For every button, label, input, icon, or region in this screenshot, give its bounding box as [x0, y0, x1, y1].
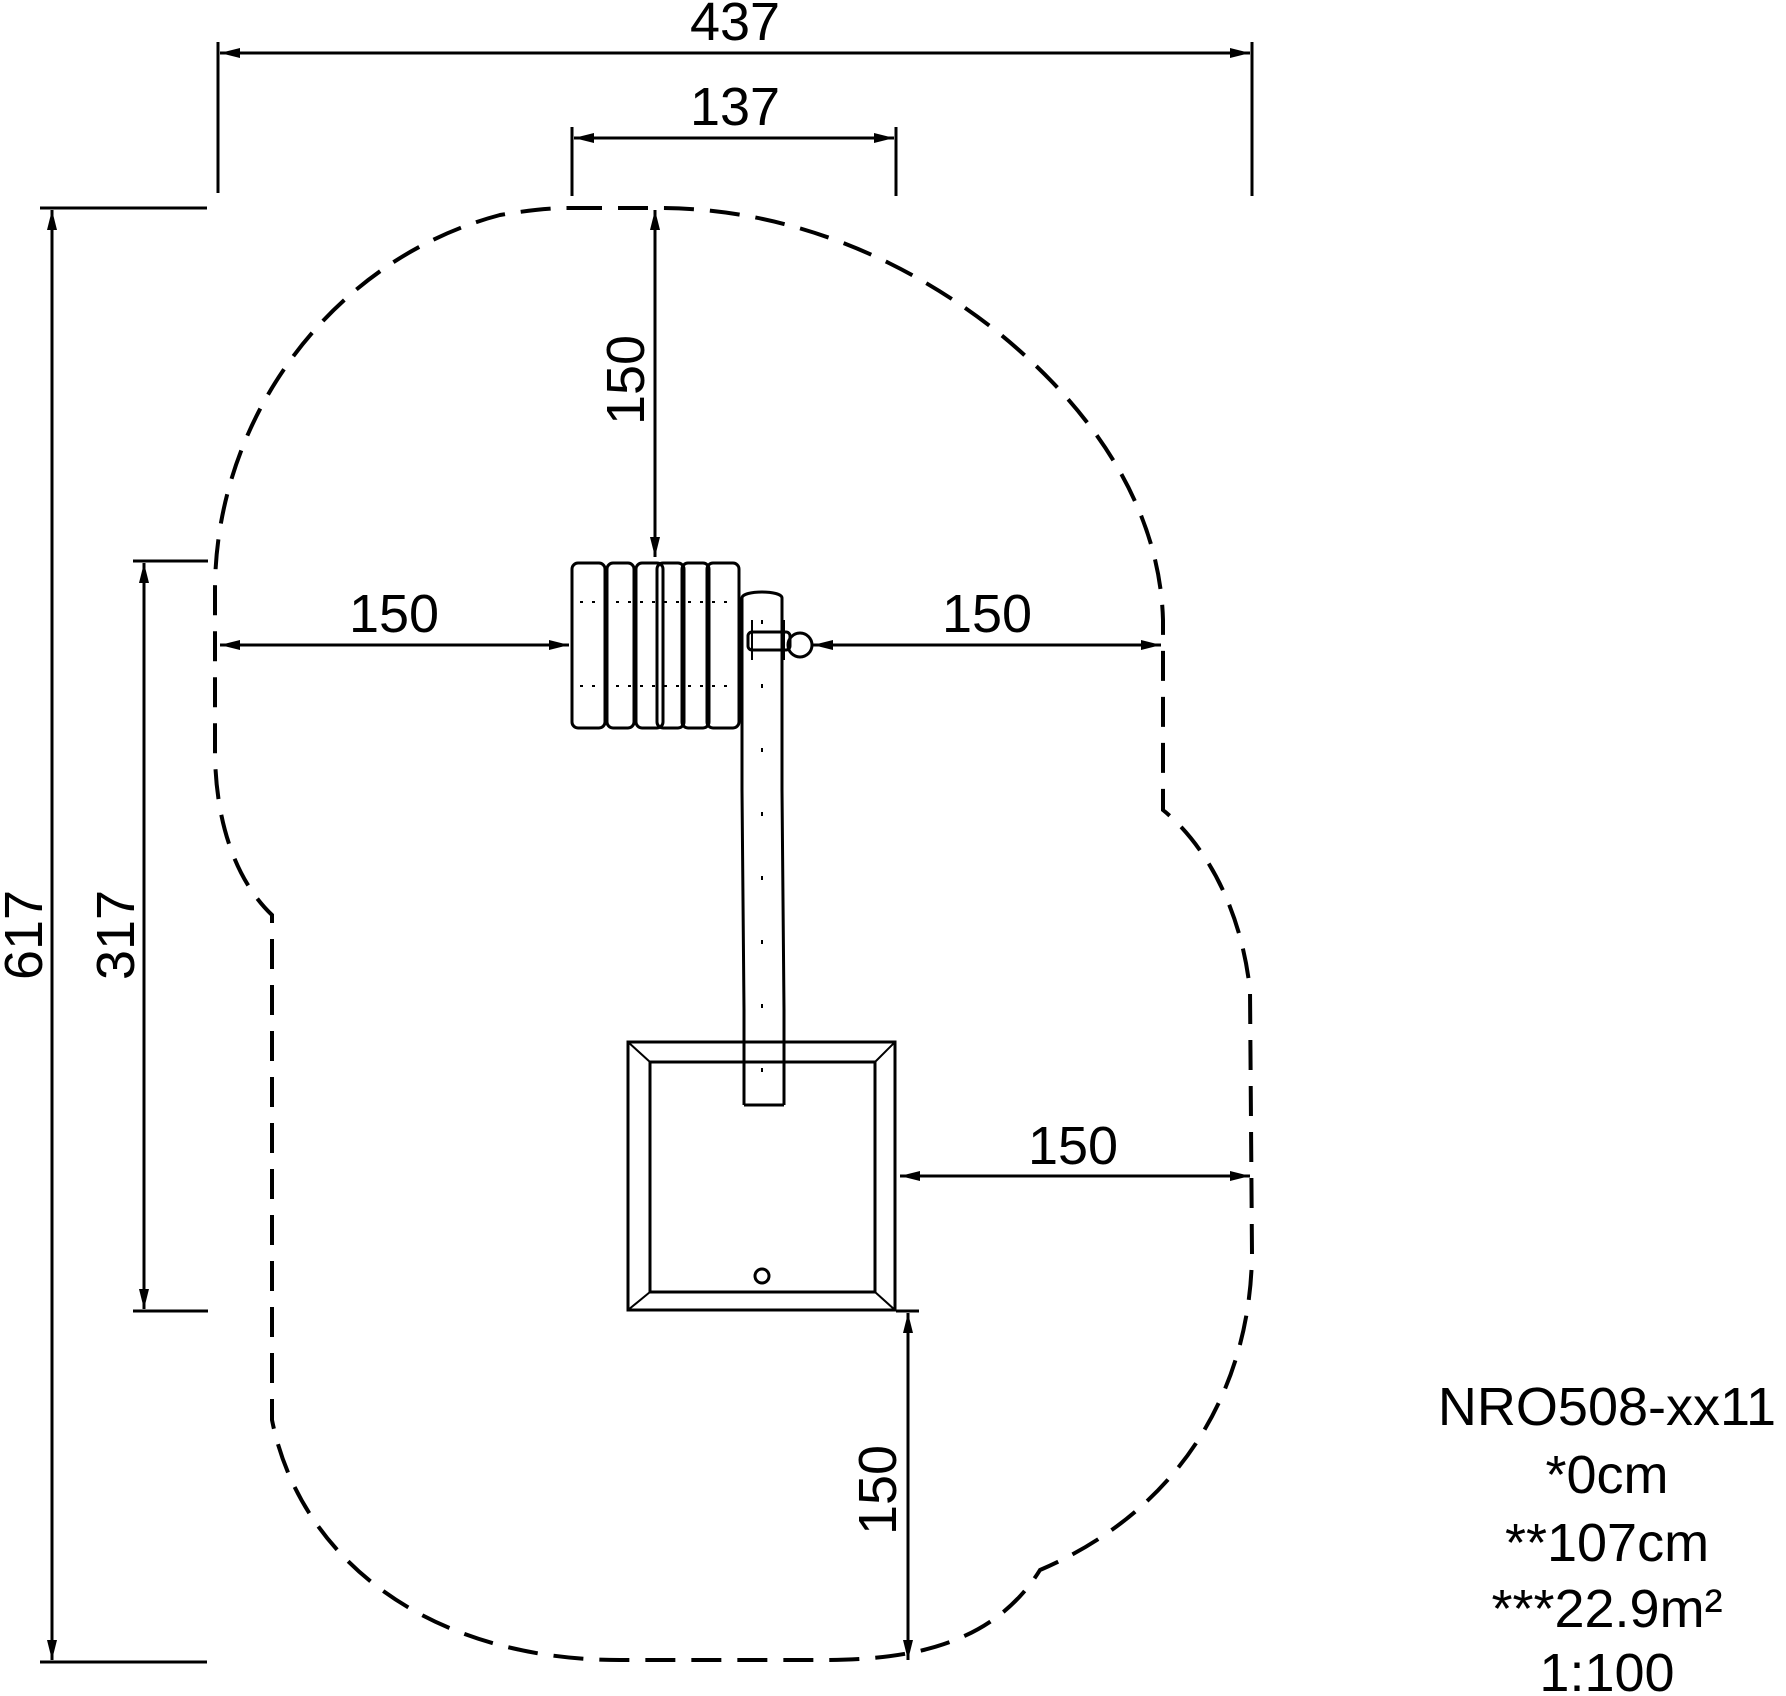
- safety-area-boundary: [213, 206, 1255, 1662]
- dimension-clearance-left: 150: [220, 584, 569, 650]
- overall-length-label: 617: [0, 890, 54, 980]
- dimension-overall-length: 617: [0, 206, 207, 1664]
- dimension-overall-width: 437: [216, 0, 1254, 196]
- dimension-top-width: 137: [570, 77, 898, 196]
- dimension-clearance-top: 150: [596, 210, 660, 557]
- side-length-label: 317: [86, 890, 146, 980]
- safety-area: ***22.9m²: [1491, 1579, 1722, 1639]
- clearance-left-label: 150: [349, 584, 439, 644]
- handle-pivot: [746, 620, 814, 660]
- total-height: **107cm: [1505, 1513, 1709, 1573]
- base-plate: [626, 1040, 897, 1312]
- dimension-side-length: 317: [86, 559, 208, 1313]
- dimension-clearance-bottom: 150: [848, 1309, 919, 1660]
- dimension-clearance-right-lower: 150: [900, 1116, 1250, 1181]
- info-block: NRO508-xx11 *0cm **107cm ***22.9m² 1:100: [1438, 1377, 1776, 1696]
- clearance-bottom-label: 150: [848, 1445, 908, 1535]
- spring-arm: [740, 590, 786, 1107]
- clearance-right-label: 150: [942, 584, 1032, 644]
- scale: 1:100: [1539, 1643, 1674, 1696]
- clearance-right-lower-label: 150: [1028, 1116, 1118, 1176]
- dimension-clearance-right: 150: [813, 584, 1161, 650]
- free-fall-height: *0cm: [1545, 1445, 1668, 1505]
- clearance-top-label: 150: [596, 335, 656, 425]
- seat-slats: [570, 561, 741, 730]
- model-code: NRO508-xx11: [1438, 1377, 1776, 1437]
- overall-width-label: 437: [690, 0, 780, 52]
- top-width-label: 137: [690, 77, 780, 137]
